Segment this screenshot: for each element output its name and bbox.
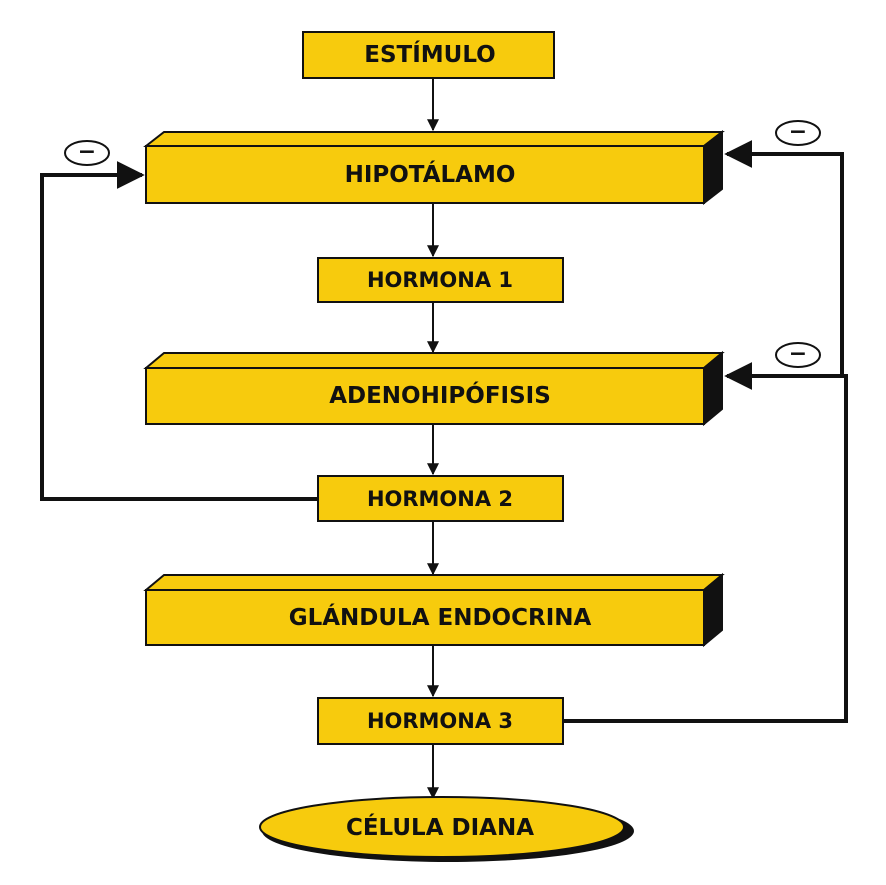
adenohipofisis-box: ADENOHIPÓFISIS [143, 350, 725, 427]
svg-text:−: − [78, 140, 96, 165]
hormona1-box: HORMONA 1 [317, 257, 564, 303]
celula-label: CÉLULA DIANA [346, 813, 534, 841]
minus-sign-left: − [64, 140, 110, 166]
estimulo-label: ESTÍMULO [364, 40, 495, 68]
hipotalamo-box: HIPOTÁLAMO [143, 129, 725, 206]
hormona3-label: HORMONA 3 [367, 709, 513, 733]
hormona2-label: HORMONA 2 [367, 487, 513, 511]
svg-text:−: − [789, 120, 807, 145]
adenohipofisis-label: ADENOHIPÓFISIS [329, 381, 551, 409]
celula-ellipse: CÉLULA DIANA [259, 796, 634, 862]
svg-text:−: − [789, 342, 807, 367]
hormona3-box: HORMONA 3 [317, 697, 564, 745]
feedback-line-hormona3-adenohipofisis [563, 362, 848, 723]
hipotalamo-label: HIPOTÁLAMO [345, 160, 516, 188]
hormona1-label: HORMONA 1 [367, 268, 513, 292]
glandula-box: GLÁNDULA ENDOCRINA [143, 572, 725, 648]
feedback-line-hormona2-hipotalamo [40, 161, 318, 501]
glandula-label: GLÁNDULA ENDOCRINA [289, 603, 592, 631]
feedback-line-hormona3-hipotalamo [724, 140, 844, 376]
minus-sign-right-top: − [775, 120, 821, 146]
estimulo-box: ESTÍMULO [302, 31, 555, 79]
hormona2-box: HORMONA 2 [317, 475, 564, 522]
minus-sign-right-bottom: − [775, 342, 821, 368]
